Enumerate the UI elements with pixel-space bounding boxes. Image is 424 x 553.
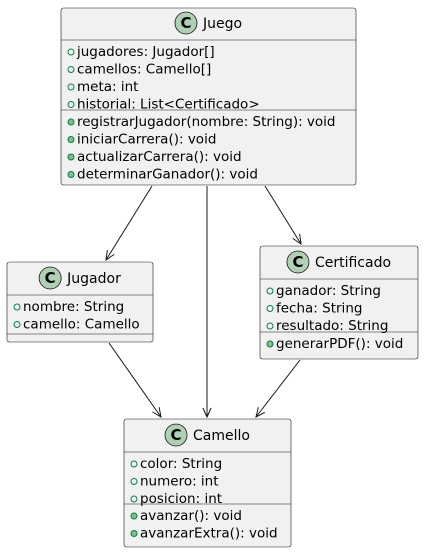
class-field: posicion: int [140,491,222,507]
class-field: fecha: String [276,301,362,317]
class-stereotype-letter: C [45,269,56,287]
public-field-icon [67,101,75,108]
class-name: Camello [193,428,250,444]
relation-line [264,185,302,245]
relation-certificado-camello [255,359,301,418]
public-field-icon [266,305,274,312]
public-field-icon [67,66,75,73]
relation-line [108,342,162,418]
class-box [60,7,357,186]
public-method-icon [130,512,138,520]
class-field: nombre: String [23,299,124,315]
arrowhead-icon [255,407,266,418]
class-box [123,418,292,548]
public-method-icon [266,340,274,348]
class-method: avanzarExtra(): void [140,526,278,542]
class-method: avanzar(): void [140,508,242,524]
class-field: camello: Camello [23,317,140,333]
arrowhead-icon [152,407,162,419]
class-field: meta: int [77,79,138,95]
class-stereotype-letter: C [292,253,303,271]
class-stereotype-letter: C [180,14,191,32]
public-method-icon [67,136,75,143]
class-stereotype-icon [286,250,310,274]
relation-juego-jugador [105,185,153,262]
class-name: Jugador [66,271,121,287]
public-method-icon [130,530,138,537]
public-method-icon [67,153,75,161]
public-field-icon [130,478,138,485]
arrowhead-icon [292,234,302,246]
public-method-icon [67,171,75,178]
class-stereotype-icon [164,423,188,447]
public-field-icon [130,460,138,468]
public-field-icon [130,495,138,503]
class-method: registrarJugador(nombre: String): void [77,114,336,130]
public-field-icon [266,287,274,295]
class-field: resultado: String [276,318,388,334]
public-field-icon [13,321,21,328]
class-field: camellos: Camello[] [77,62,211,78]
class-method: generarPDF(): void [276,336,403,352]
public-field-icon [13,303,21,311]
class-name: Juego [202,16,242,32]
class-field: jugadores: Jugador[] [76,44,215,60]
class-field: historial: List<Certificado> [77,97,260,113]
class-field: numero: int [140,474,219,490]
class-field: ganador: String [276,283,381,299]
class-method: iniciarCarrera(): void [77,132,216,148]
relation-juego-camello [202,186,212,419]
relation-jugador-camello [108,342,162,419]
relation-juego-certificado [264,185,302,246]
public-method-icon [67,118,75,126]
arrowhead-icon [105,250,115,262]
relation-line [255,359,301,418]
arrowhead-icon [202,407,212,419]
class-field: color: String [140,456,222,472]
class-box [259,245,419,360]
class-method: actualizarCarrera(): void [77,149,242,165]
public-field-icon [67,48,75,56]
class-stereotype-icon [38,266,62,290]
public-field-icon [266,322,274,330]
public-field-icon [67,83,75,91]
relations [105,185,302,419]
class-stereotype-letter: C [171,426,182,444]
class-name: Certificado [315,255,391,271]
relation-line [105,185,153,261]
class-method: determinarGanador(): void [77,167,258,183]
class-stereotype-icon [174,11,198,35]
